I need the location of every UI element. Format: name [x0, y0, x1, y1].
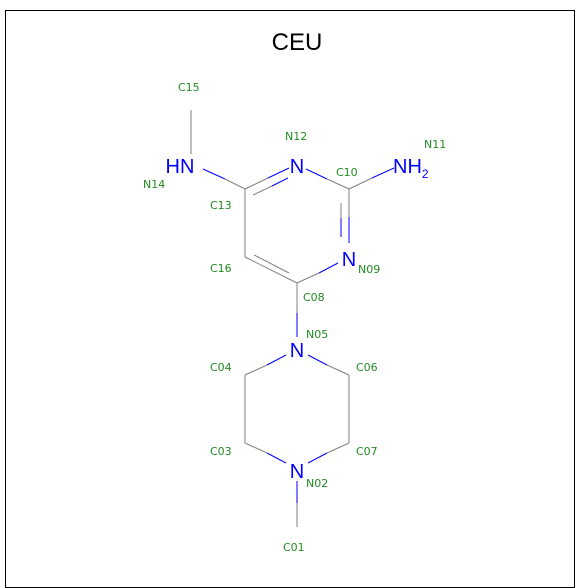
- atom-n05-symbol: N: [290, 340, 304, 362]
- label-c01: C01: [283, 541, 305, 554]
- label-c08: C08: [303, 291, 325, 304]
- bond-c13-n12-double: [252, 185, 273, 196]
- bond-c13-n12: [244, 177, 269, 190]
- bond-c13-n12-n: [267, 167, 290, 179]
- label-c13: C13: [210, 199, 232, 212]
- bond-n09-c08: [318, 262, 339, 274]
- label-n12: N12: [285, 130, 307, 143]
- label-c04: C04: [210, 361, 232, 374]
- atom-n12-symbol: N: [290, 156, 304, 178]
- label-c07: C07: [356, 445, 378, 458]
- molecule-title: CEU: [272, 29, 323, 56]
- label-n02: N02: [306, 477, 328, 490]
- label-c16: C16: [210, 262, 232, 275]
- atom-n14-symbol: HN: [166, 156, 195, 178]
- bond-c10-n11-n: [371, 167, 395, 179]
- bond-n05-c06: [307, 354, 328, 366]
- label-c15: C15: [178, 81, 200, 94]
- bond-n12-c10: [305, 168, 328, 180]
- bond-n09-c08-c: [296, 272, 320, 284]
- bond-n05-c04: [266, 354, 287, 366]
- bond-c03-n02: [244, 442, 268, 454]
- label-n05: N05: [306, 328, 328, 341]
- atom-n11-main: NH: [393, 156, 422, 178]
- bond-n05-c04-c: [244, 364, 268, 376]
- bond-n14-c13-c: [224, 178, 246, 190]
- label-c10: C10: [336, 166, 358, 179]
- atom-symbols: N N N N HN NH2: [166, 156, 429, 483]
- bond-c13-n12-double-n: [271, 177, 289, 187]
- bond-c10-n11: [348, 177, 373, 190]
- atom-n11-symbol: NH2: [393, 156, 429, 181]
- molecule-frame: CEU: [5, 10, 575, 588]
- bond-c07-n02-n: [307, 452, 328, 464]
- bond-c08-c16: [244, 256, 298, 284]
- atom-n09-symbol: N: [342, 249, 356, 271]
- bond-c07-n02: [326, 442, 350, 454]
- atom-n02-symbol: N: [290, 461, 304, 483]
- label-n14: N14: [143, 178, 165, 191]
- label-c03: C03: [210, 445, 232, 458]
- bonds: [190, 110, 395, 527]
- atom-n11-subscript: 2: [422, 167, 429, 181]
- label-n11: N11: [424, 138, 446, 151]
- molecule-diagram: CEU: [143, 29, 446, 554]
- label-c06: C06: [356, 361, 378, 374]
- bond-n14-c13: [202, 168, 226, 180]
- label-n09: N09: [358, 263, 380, 276]
- bond-c08-c16-double: [253, 254, 290, 274]
- bond-c03-n02-n: [266, 452, 287, 464]
- bond-n12-c10-c: [326, 178, 350, 190]
- bond-n05-c06-c: [326, 364, 350, 376]
- atom-labels: C15 N12 N11 N14 C10 C13 C16 N09 C08 N05 …: [143, 81, 446, 554]
